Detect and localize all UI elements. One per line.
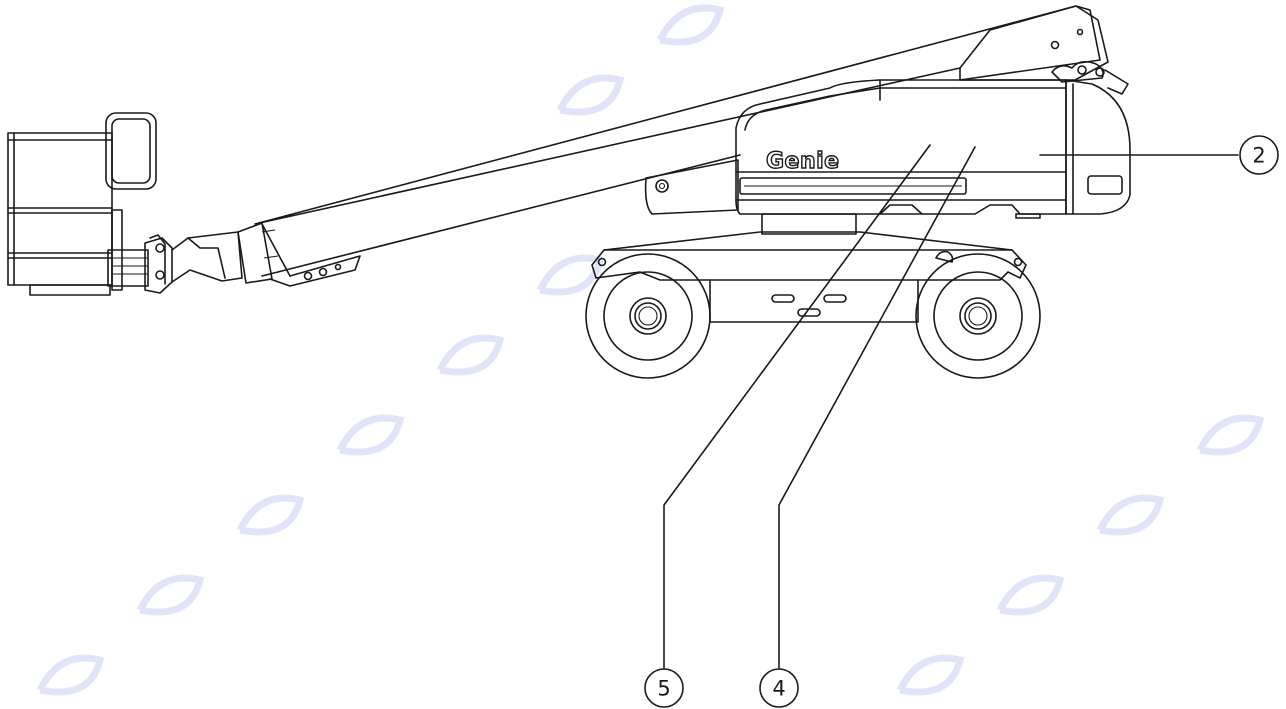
brand-label: Genie	[766, 149, 840, 174]
callout-2: 2	[1239, 135, 1279, 175]
callout-2-label: 2	[1252, 144, 1265, 168]
callout-5-label: 5	[657, 677, 670, 701]
front-wheel	[585, 253, 711, 379]
chassis	[591, 213, 1027, 323]
callout-4: 4	[759, 668, 799, 708]
main-boom	[254, 5, 1129, 287]
callout-5: 5	[644, 668, 684, 708]
rear-wheel	[915, 253, 1041, 379]
platform-basket	[7, 112, 157, 296]
leader-lines	[663, 144, 1239, 669]
jib-rotator	[144, 222, 273, 294]
watermark	[36, 4, 1265, 696]
turntable-cover	[644, 79, 1131, 219]
callout-4-label: 4	[772, 677, 785, 701]
